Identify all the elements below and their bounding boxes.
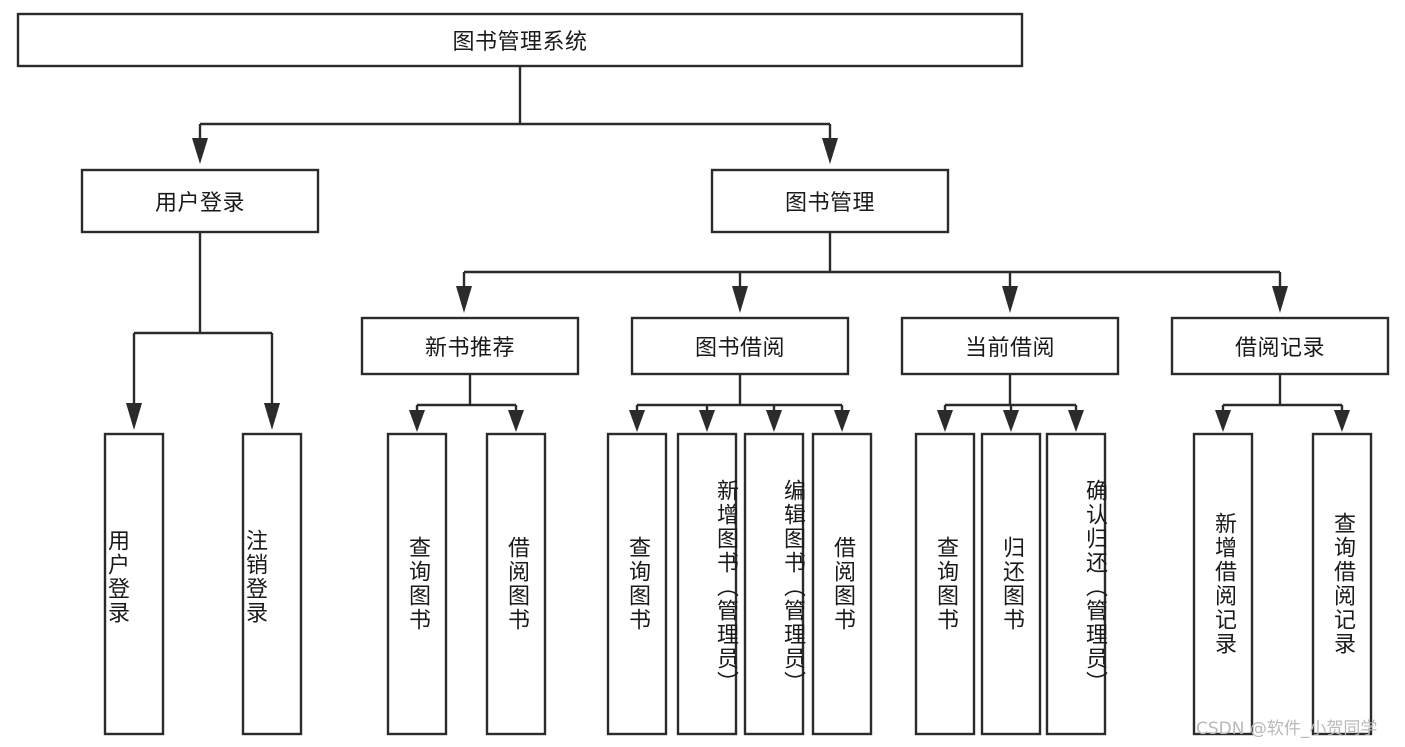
node-box-leaf-add-borrow-record[interactable]	[1192, 432, 1254, 736]
arrow-head-leaf-query-book-3	[937, 410, 953, 432]
arrow-head-userlogin	[192, 138, 208, 164]
node-box-leaf-borrow-book-1[interactable]	[485, 432, 547, 736]
arrow-head-leaf-query-book-2	[629, 410, 645, 432]
arrow-head-leaf-return-book	[1003, 410, 1019, 432]
arrow-head-bookmgmt	[822, 138, 838, 164]
arrow-head-leaf-user-login	[126, 403, 142, 430]
arrow-head-leaf-borrow-book-2	[834, 410, 850, 432]
node-box-leaf-logout-login[interactable]	[241, 432, 303, 736]
node-box-leaf-query-book-3[interactable]	[914, 432, 976, 736]
node-box-leaf-query-borrow-record[interactable]	[1311, 432, 1373, 736]
node-box-leaf-borrow-book-2[interactable]	[811, 432, 873, 736]
connector-group-currentborrow-to-leaves	[937, 374, 1084, 432]
arrow-head-leaf-add-borrow-record	[1215, 410, 1231, 432]
arrow-head-leaf-add-book	[699, 410, 715, 432]
node-box-leaf-add-book[interactable]	[676, 432, 738, 736]
node-box-book-borrow[interactable]	[630, 316, 850, 376]
node-box-user-login[interactable]	[80, 168, 320, 234]
arrow-head-current-borrow	[1002, 286, 1018, 313]
connector-group-root-to-level2	[192, 66, 838, 164]
arrow-head-leaf-edit-book	[766, 410, 782, 432]
arrow-head-leaf-confirm-return	[1068, 410, 1084, 432]
connector-group-newbook-to-leaves	[409, 374, 524, 432]
arrow-head-leaf-query-borrow-record	[1334, 410, 1350, 432]
node-box-leaf-edit-book[interactable]	[743, 432, 805, 736]
connector-group-bookborrow-to-leaves	[629, 374, 850, 432]
node-box-new-book-recommend[interactable]	[360, 316, 580, 376]
node-box-book-management[interactable]	[710, 168, 950, 234]
connector-group-userlogin-to-leaves	[126, 232, 280, 430]
node-box-leaf-query-book-1[interactable]	[386, 432, 448, 736]
connector-group-borrowrecord-to-leaves	[1215, 374, 1350, 432]
node-box-root[interactable]	[16, 12, 1024, 68]
arrow-head-new-book-recommend	[456, 286, 472, 313]
arrow-head-leaf-logout-login	[264, 403, 280, 430]
arrow-head-leaf-borrow-book-1	[508, 410, 524, 432]
node-box-current-borrow[interactable]	[900, 316, 1120, 376]
node-box-leaf-return-book[interactable]	[980, 432, 1042, 736]
node-box-borrow-record[interactable]	[1170, 316, 1390, 376]
arrow-head-book-borrow	[732, 286, 748, 313]
connector-group-bookmgmt-to-level3	[456, 232, 1288, 313]
node-box-leaf-user-login[interactable]	[103, 432, 165, 736]
node-box-leaf-query-book-2[interactable]	[606, 432, 668, 736]
node-box-leaf-confirm-return[interactable]	[1045, 432, 1107, 736]
arrow-head-borrow-record	[1272, 286, 1288, 313]
arrow-head-leaf-query-book-1	[409, 410, 425, 432]
